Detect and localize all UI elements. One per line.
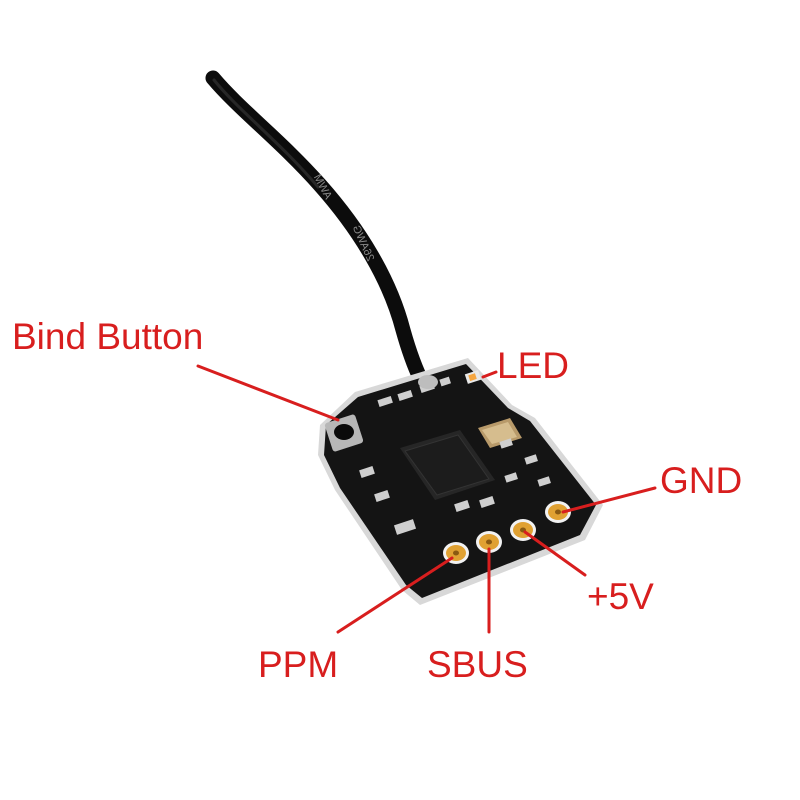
ppm-label: PPM (258, 644, 339, 685)
callout-line-ppm (336, 556, 454, 634)
led-component (464, 370, 482, 384)
gnd-label: GND (660, 460, 743, 501)
led-label: LED (497, 345, 569, 386)
smd-components (359, 376, 551, 535)
bind-button-label: Bind Button (12, 316, 204, 357)
callout-line-led (481, 370, 498, 379)
antenna-solder-point (418, 375, 438, 389)
receiver-board (318, 358, 603, 605)
callout-line-5v (523, 530, 587, 577)
pad-gnd (545, 501, 571, 523)
sbus-label: SBUS (427, 644, 528, 685)
receiver-chip (400, 430, 495, 500)
antenna-wire: AWM 26AWG (205, 70, 433, 396)
callout-line-bind-button (196, 364, 340, 422)
bind-button-component (324, 414, 364, 452)
pad-sbus (476, 531, 502, 553)
callout-lines (196, 364, 657, 634)
plus-5v-label: +5V (587, 576, 654, 617)
callout-line-gnd (561, 486, 657, 514)
